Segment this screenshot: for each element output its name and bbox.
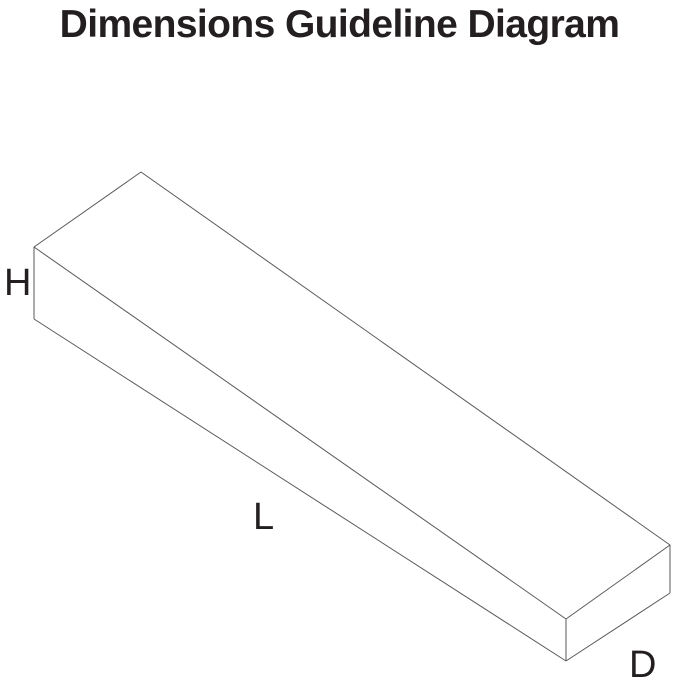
box-bottom-right-edge xyxy=(565,592,671,662)
length-label: L xyxy=(253,496,274,538)
box-bottom-front-edge xyxy=(33,318,567,662)
page-title: Dimensions Guideline Diagram xyxy=(59,3,620,46)
depth-label: D xyxy=(629,644,656,686)
box-top-face xyxy=(33,171,671,620)
height-label: H xyxy=(4,262,31,304)
